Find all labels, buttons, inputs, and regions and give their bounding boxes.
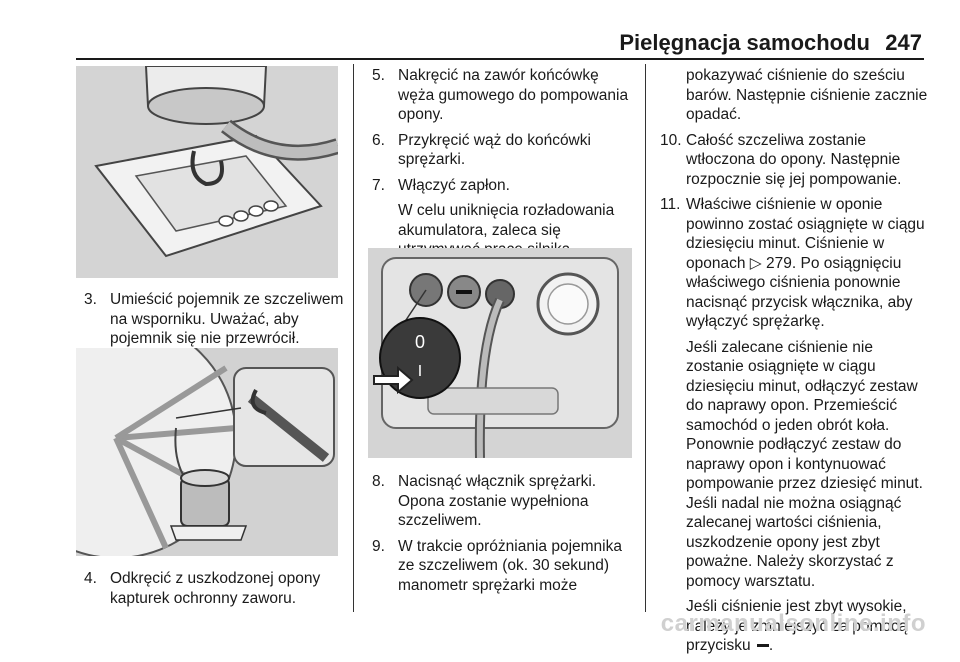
step-6: 6. Przykręcić wąż do końcówki sprężarki. — [372, 131, 634, 170]
step-number: 8. — [372, 473, 385, 490]
column-divider-2 — [645, 64, 646, 612]
column-2-text-top: 5. Nakręcić na zawór końcówkę węża gumow… — [372, 66, 634, 266]
column-1-text-top: 3. Umieścić pojemnik ze szczeliwem na ws… — [84, 290, 346, 355]
column-2-text-bottom: 8. Nacisnąć włącznik sprężarki. Opona zo… — [372, 472, 636, 601]
watermark: carmanualsonline.info — [660, 610, 926, 637]
column-3-text: pokazywać ciśnienie do sześciu barów. Na… — [660, 66, 928, 662]
page-number: 247 — [885, 30, 922, 55]
figure-compressor-switch: 0 I — [368, 248, 632, 458]
step-text: Nacisnąć włącznik sprężarki. Opona zosta… — [398, 473, 597, 529]
step-text: Nakręcić na zawór końcówkę węża gumowego… — [398, 67, 629, 123]
step-text: pokazywać ciśnienie do sześciu barów. Na… — [686, 67, 928, 123]
step-text: Właściwe ciśnienie w oponie powinno zost… — [686, 196, 925, 330]
step-text: Umieścić pojemnik ze szczeliwem na wspor… — [110, 291, 344, 347]
step-number: 6. — [372, 131, 385, 149]
column-divider-1 — [353, 64, 354, 612]
step-3: 3. Umieścić pojemnik ze szczeliwem na ws… — [84, 290, 346, 349]
step-11: 11. Właściwe ciśnienie w oponie powinno … — [660, 195, 928, 656]
step-9-continued: pokazywać ciśnienie do sześciu barów. Na… — [660, 66, 928, 125]
switch-label-off: 0 — [415, 332, 425, 352]
step-number: 9. — [372, 537, 385, 555]
minus-button-icon — [756, 644, 769, 648]
step-text: Odkręcić z uszkodzonej opony kapturek oc… — [110, 570, 321, 607]
step-8: 8. Nacisnąć włącznik sprężarki. Opona zo… — [372, 472, 636, 531]
step-10: 10. Całość szczeliwa zostanie wtłoczona … — [660, 131, 928, 190]
step-number: 5. — [372, 67, 385, 84]
page-header: Pielęgnacja samochodu 247 — [0, 0, 960, 60]
step-note: Jeśli zalecane ciśnienie nie zostanie os… — [686, 338, 923, 590]
figure-sealant-container-holder — [76, 66, 338, 278]
step-7: 7. Włączyć zapłon. W celu uniknięcia roz… — [372, 176, 634, 260]
step-note: Jeśli ciśnienie jest zbyt wysokie, należ… — [686, 598, 908, 654]
header-rule — [76, 58, 924, 60]
step-9: 9. W trakcie opróżniania pojemnika ze sz… — [372, 537, 636, 596]
step-text: Całość szczeliwa zostanie wtłoczona do o… — [686, 131, 902, 188]
switch-label-on: I — [418, 363, 422, 380]
step-number: 4. — [84, 570, 97, 587]
page-reference[interactable]: 279 — [766, 254, 792, 272]
step-text: Włączyć zapłon. — [398, 176, 510, 194]
step-5: 5. Nakręcić na zawór końcówkę węża gumow… — [372, 66, 634, 125]
figure-compressor-valve — [76, 348, 338, 556]
step-text: W trakcie opróżniania pojemnika ze szcze… — [398, 537, 622, 594]
page-title: Pielęgnacja samochodu — [619, 30, 870, 55]
page-reference-arrow-icon: ▷ — [749, 254, 762, 272]
step-4: 4. Odkręcić z uszkodzonej opony kapturek… — [84, 569, 346, 608]
step-number: 11. — [660, 196, 681, 213]
step-number: 7. — [372, 176, 385, 194]
column-1-text-bottom: 4. Odkręcić z uszkodzonej opony kapturek… — [84, 569, 346, 614]
step-number: 3. — [84, 291, 97, 308]
step-number: 10. — [660, 131, 682, 149]
step-text: Przykręcić wąż do końcówki sprężarki. — [398, 131, 591, 169]
